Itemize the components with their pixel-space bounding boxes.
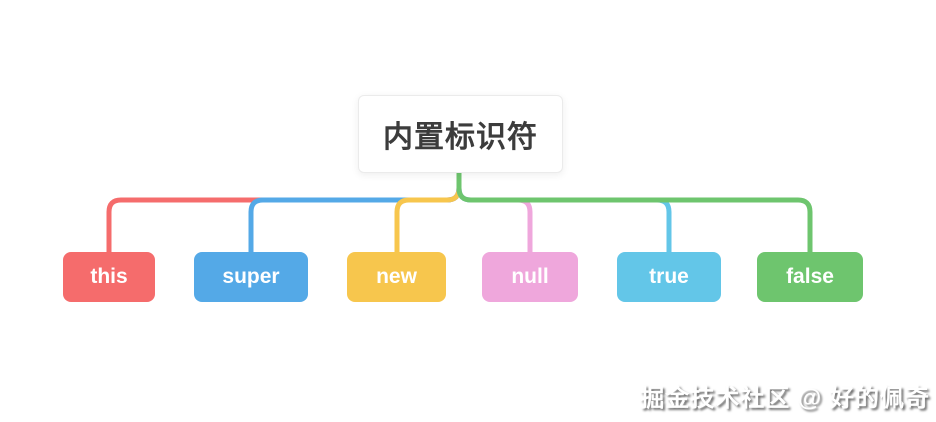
node-new[interactable]: new xyxy=(347,252,446,302)
node-false[interactable]: false xyxy=(757,252,863,302)
node-label: true xyxy=(649,265,689,288)
root-node[interactable]: 内置标识符 xyxy=(358,95,563,173)
node-super[interactable]: super xyxy=(194,252,308,302)
node-label: null xyxy=(511,265,549,288)
node-null[interactable]: null xyxy=(482,252,578,302)
node-true[interactable]: true xyxy=(617,252,721,302)
node-label: false xyxy=(786,265,834,288)
node-label: super xyxy=(222,265,280,288)
node-label: this xyxy=(90,265,128,288)
node-label: new xyxy=(376,265,417,288)
watermark: 掘金技术社区 @ 好的佩奇 xyxy=(640,385,930,412)
root-node-label: 内置标识符 xyxy=(383,121,538,154)
node-this[interactable]: this xyxy=(63,252,155,302)
